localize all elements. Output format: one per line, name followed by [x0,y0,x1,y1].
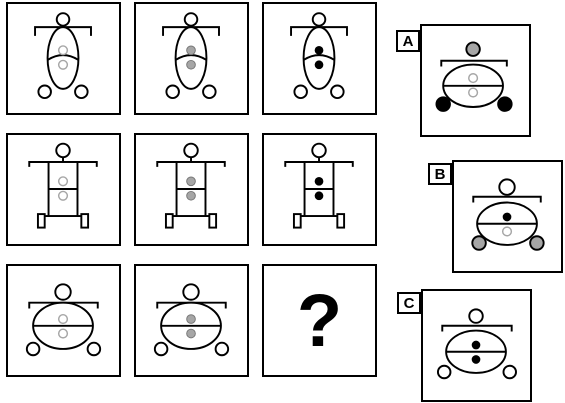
figure-oval-white-dots [8,4,119,113]
option-c-figure [423,291,530,400]
option-b-panel[interactable] [452,160,563,273]
option-a-panel[interactable] [420,24,531,137]
puzzle-cell-r3c1 [6,264,121,377]
puzzle-cell-r3c3-missing: ? [262,264,377,377]
question-mark: ? [264,266,375,375]
figure-rect-black-dots [264,135,375,244]
puzzle-cell-r1c1 [6,2,121,115]
figure-oval-black-dots [264,4,375,113]
puzzle-cell-r3c2 [134,264,249,377]
figure-wide-oval-gray-dots [136,266,247,375]
figure-rect-white-dots [8,135,119,244]
option-b-figure [454,162,561,271]
figure-oval-gray-dots [136,4,247,113]
puzzle-cell-r2c2 [134,133,249,246]
puzzle-cell-r2c3 [262,133,377,246]
option-b-label[interactable]: B [428,163,452,185]
option-a-figure [422,26,529,135]
option-c-label[interactable]: C [397,292,421,314]
option-a-label[interactable]: A [396,30,420,52]
puzzle-cell-r2c1 [6,133,121,246]
puzzle-cell-r1c2 [134,2,249,115]
puzzle-cell-r1c3 [262,2,377,115]
figure-wide-oval-white-dots [8,266,119,375]
option-c-panel[interactable] [421,289,532,402]
figure-rect-gray-dots [136,135,247,244]
